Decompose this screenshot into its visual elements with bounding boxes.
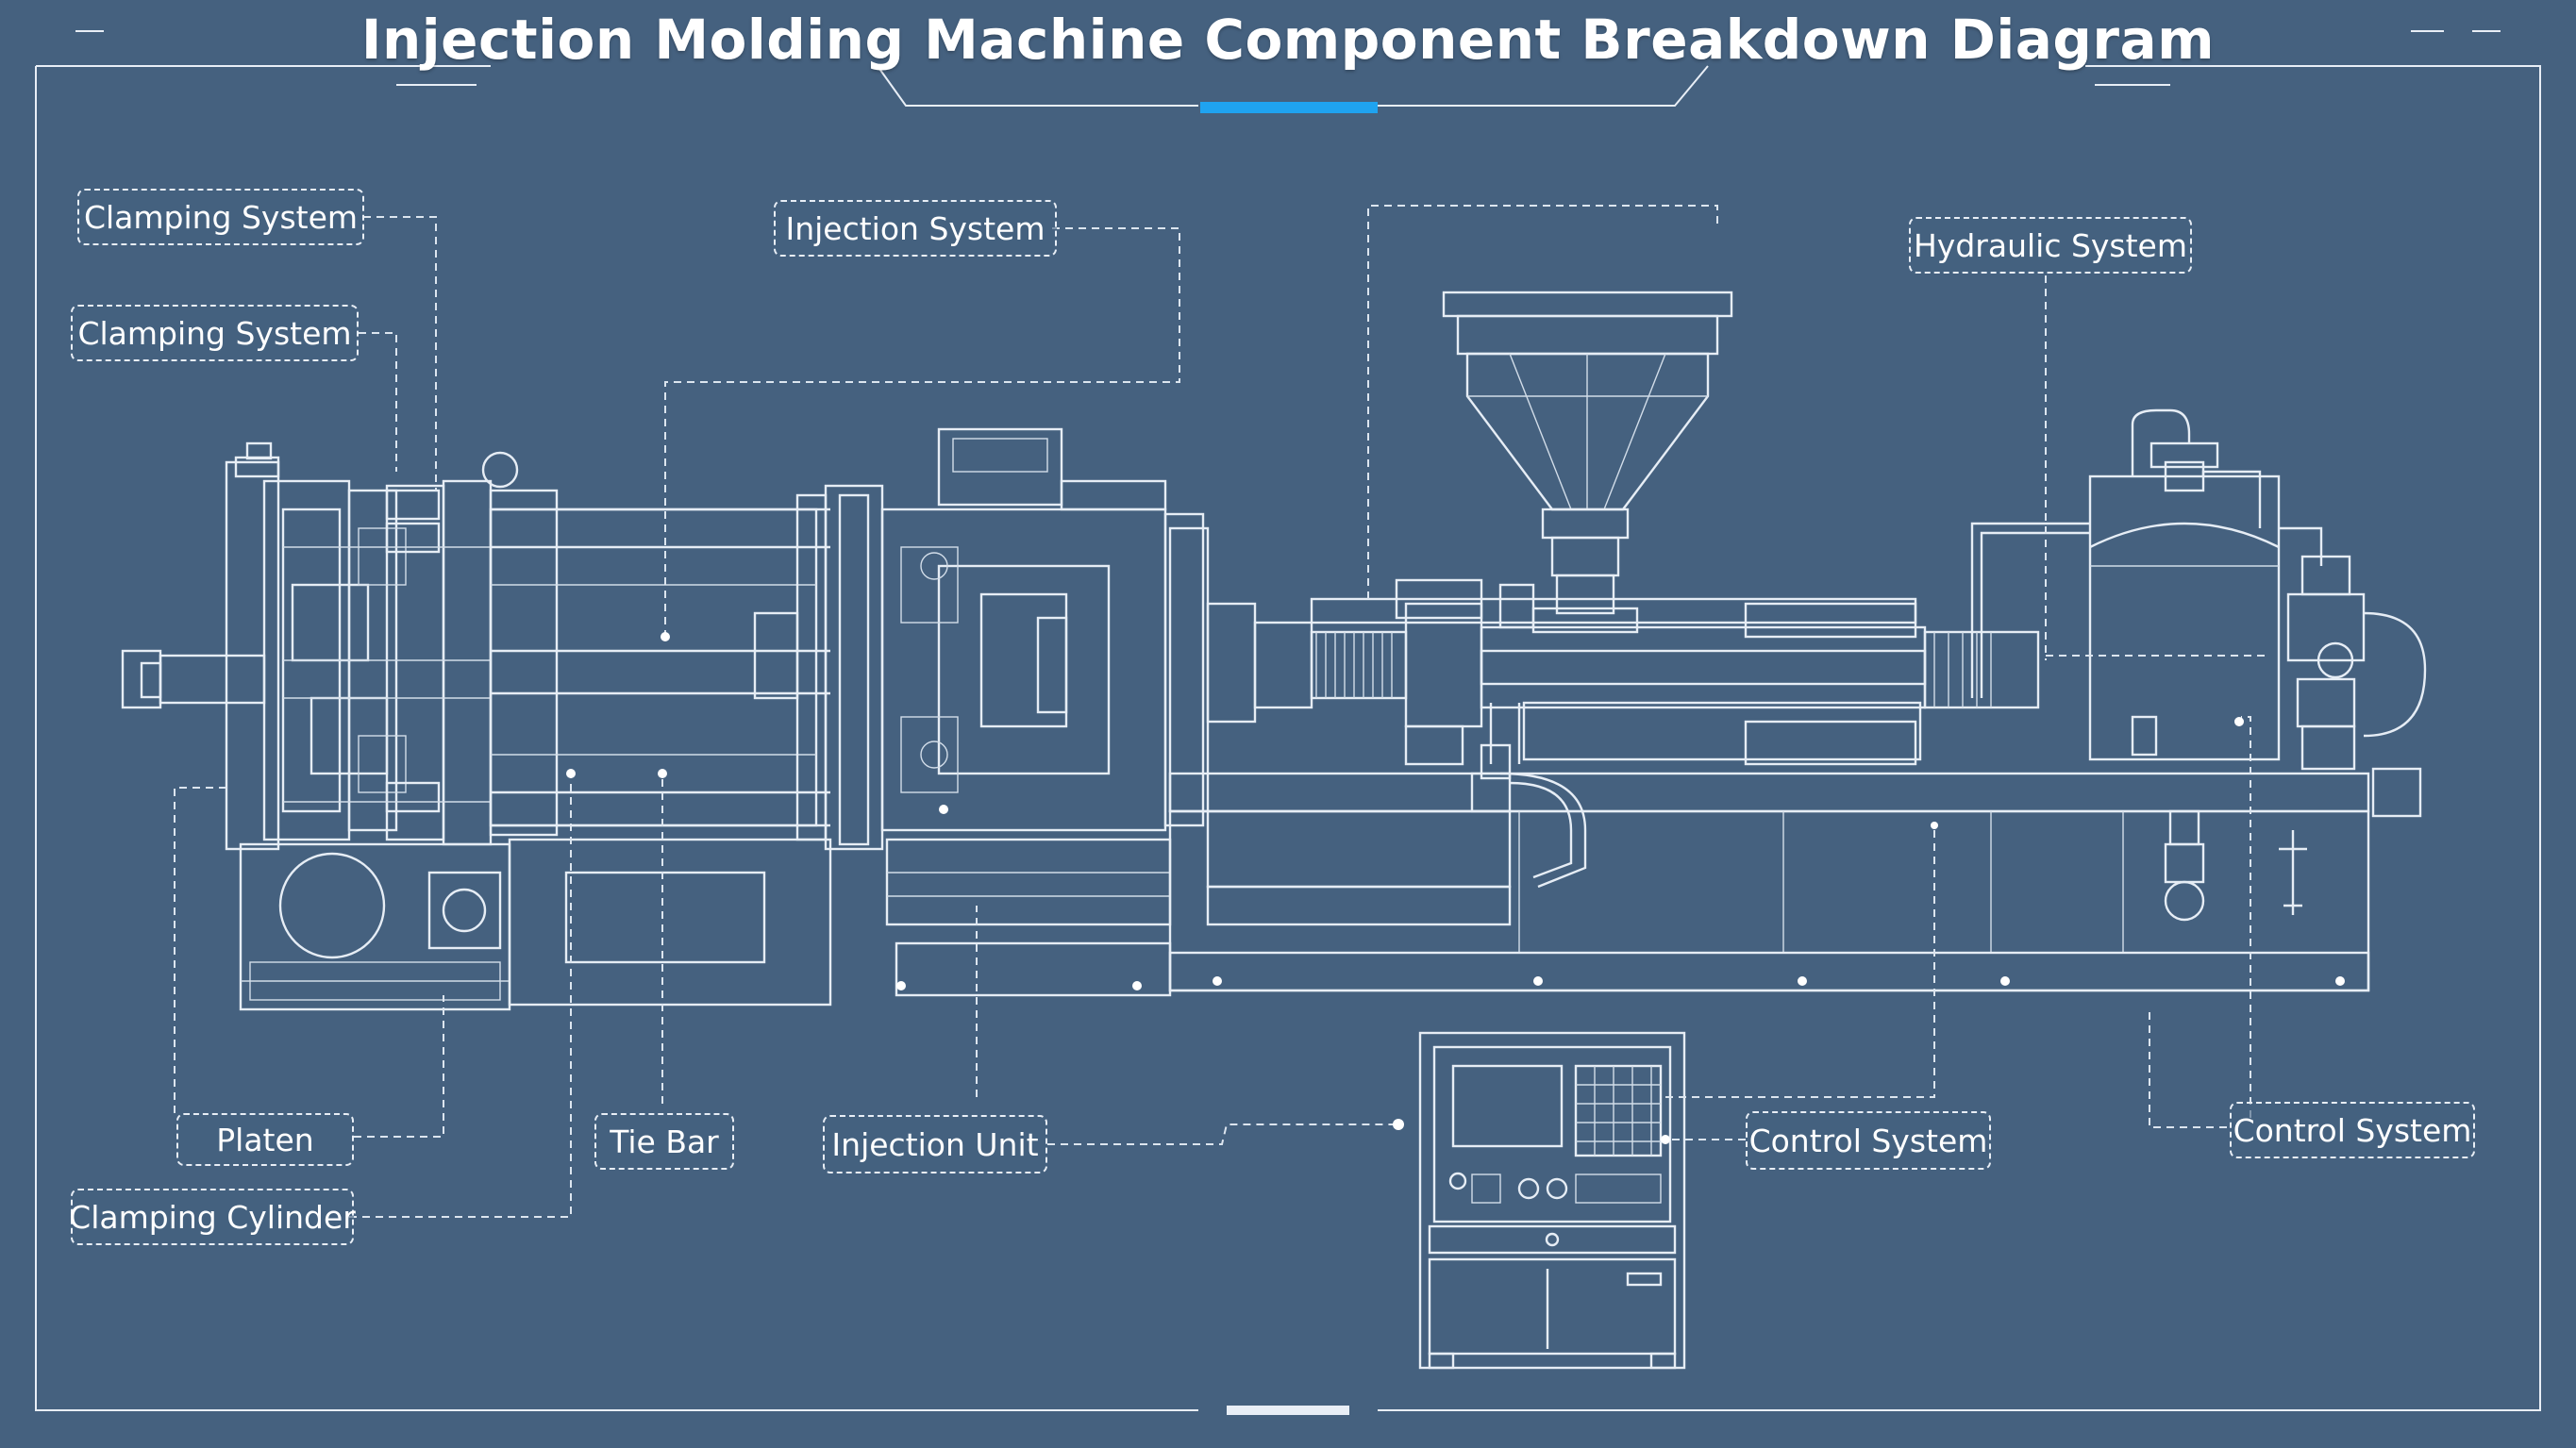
hydraulic-unit [1970,408,2427,818]
clamp-unit [121,441,559,1011]
blueprint-frame [35,30,2541,1415]
label-hydraulic-system: Hydraulic System [1909,217,2192,274]
label-injection-system: Injection System [774,200,1057,257]
label-platen: Platen [176,1113,354,1166]
label-clamping-system-2: Clamping System [71,305,359,361]
label-tie-bar: Tie Bar [594,1113,734,1170]
leader-lines [174,205,2265,1218]
label-injection-unit: Injection Unit [823,1115,1047,1173]
control-cabinet [1418,1031,1686,1370]
accent-bar-top [1200,102,1378,113]
moving-platen [753,427,1210,997]
machine-base [896,743,2370,992]
hopper [1442,291,1733,634]
tie-bars [489,508,832,1007]
diagram-title: Injection Molding Machine Component Brea… [360,8,2216,72]
label-control-system-2: Control System [2230,1102,2475,1158]
accent-bar-bottom [1227,1406,1349,1415]
label-control-system-1: Control System [1746,1111,1991,1170]
label-clamping-cylinder: Clamping Cylinder [69,1189,356,1245]
label-clamping-system-1: Clamping System [77,189,364,245]
